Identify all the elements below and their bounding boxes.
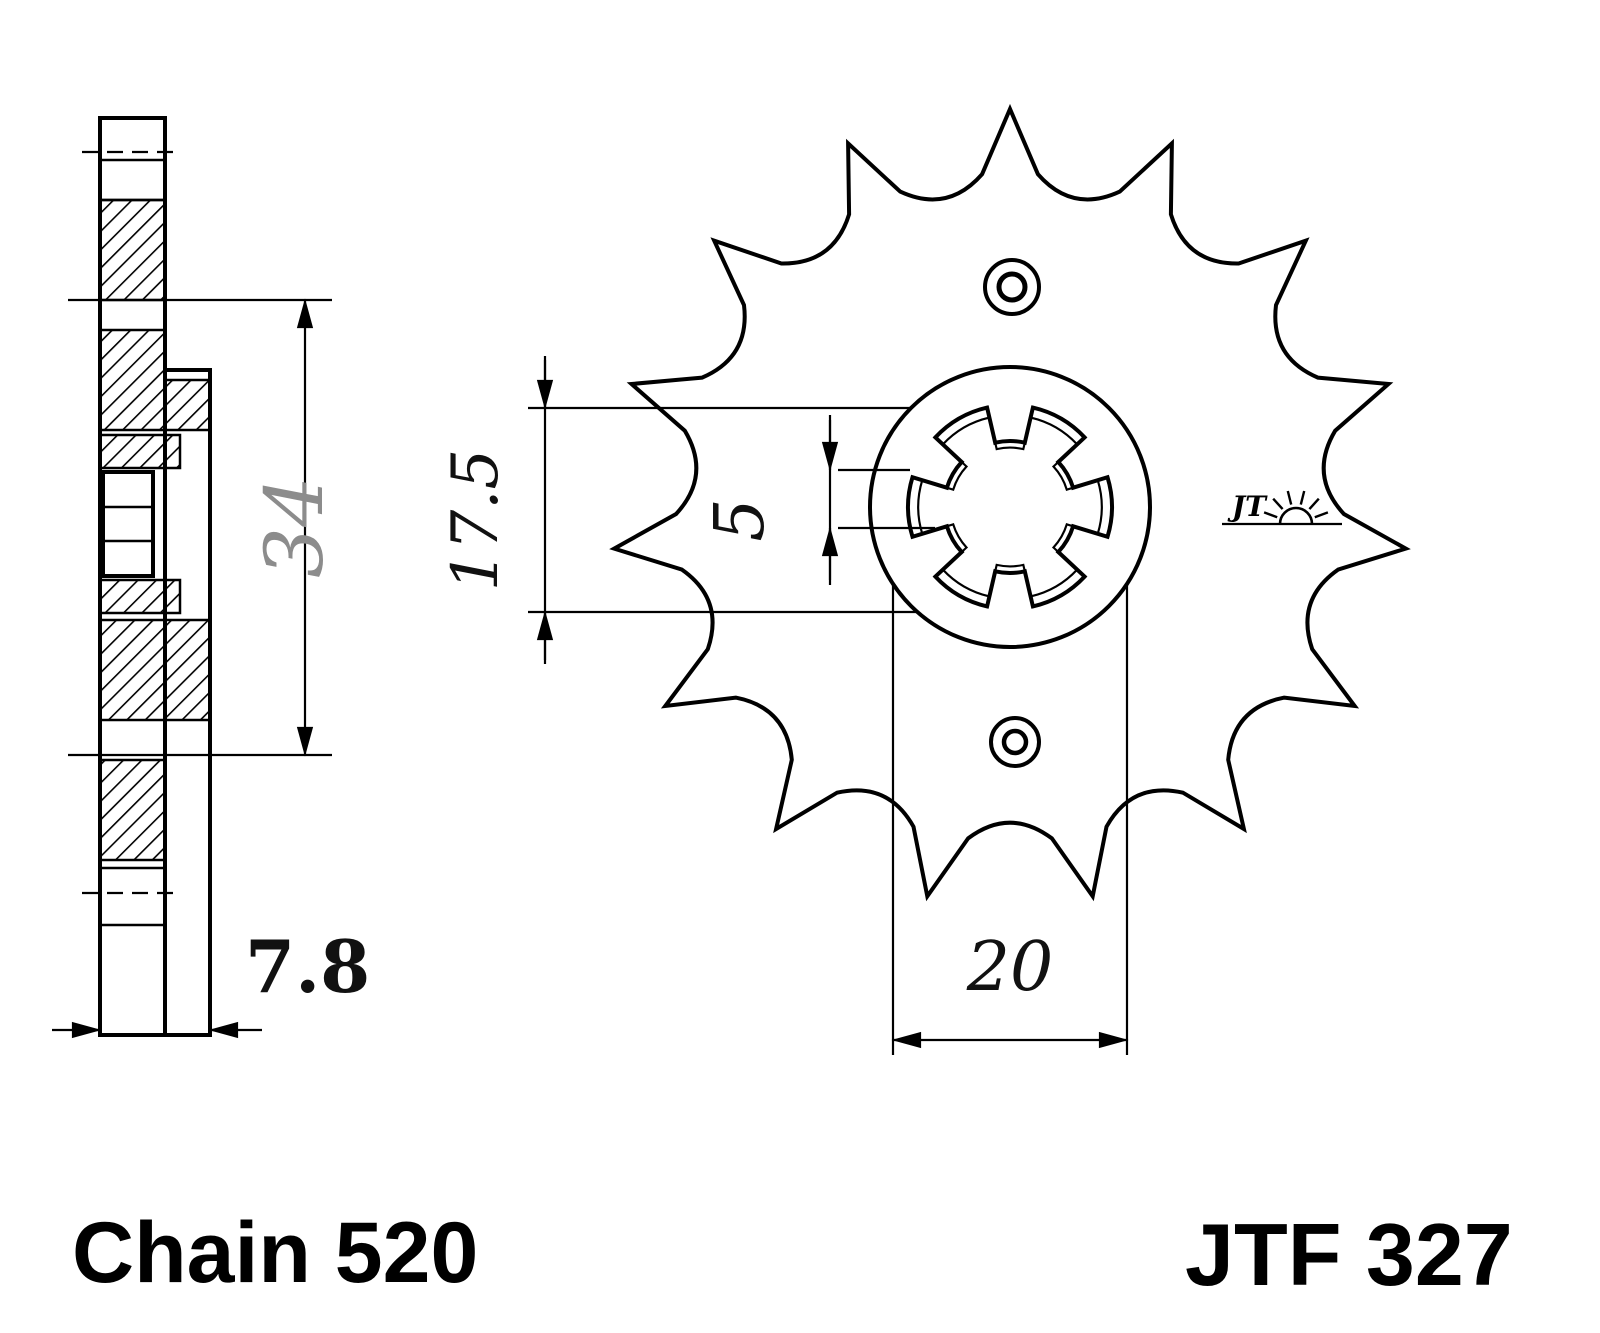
- spline-bore-chamfer: [917, 416, 1103, 598]
- bottom-hole-outer: [989, 716, 1041, 768]
- dimension-value: 5: [701, 498, 780, 541]
- jt-sunburst-logo: JT: [1222, 490, 1342, 526]
- dimension-value: 17.5: [439, 449, 513, 592]
- bottom-hole-inner: [1001, 728, 1029, 756]
- dimension-value: 7.8: [245, 924, 370, 1009]
- hatch-area: [163, 618, 212, 722]
- dimension-17-5: 17.5: [439, 356, 918, 664]
- hatch-area: [98, 618, 167, 722]
- part-number-label: JTF 327: [1185, 1205, 1513, 1304]
- dimension-value: 20: [966, 928, 1054, 1007]
- front-view: [609, 103, 1411, 902]
- spline-section: [101, 470, 155, 578]
- top-hole-outer: [983, 258, 1041, 316]
- dimension-7-8: 7.8: [52, 924, 370, 1039]
- hatch-area: [98, 328, 167, 432]
- hatch-area: [98, 433, 182, 470]
- dimension-20: 20: [891, 584, 1129, 1055]
- hatch-area: [98, 198, 167, 302]
- hatch-area: [163, 378, 212, 432]
- side-view: [82, 116, 212, 1037]
- sun-rays-icon: [1263, 490, 1329, 519]
- dimension-5: 5: [701, 415, 935, 585]
- hatch-area: [98, 578, 182, 615]
- dimension-value: 34: [248, 476, 341, 578]
- top-hole-inner: [996, 271, 1028, 303]
- sun-icon: [1278, 506, 1314, 525]
- chain-size-label: Chain 520: [72, 1205, 478, 1301]
- logo-text: JT: [1227, 490, 1268, 523]
- dimension-34: 34: [68, 298, 341, 757]
- hatch-area: [98, 758, 167, 862]
- spline-bore: [906, 405, 1114, 609]
